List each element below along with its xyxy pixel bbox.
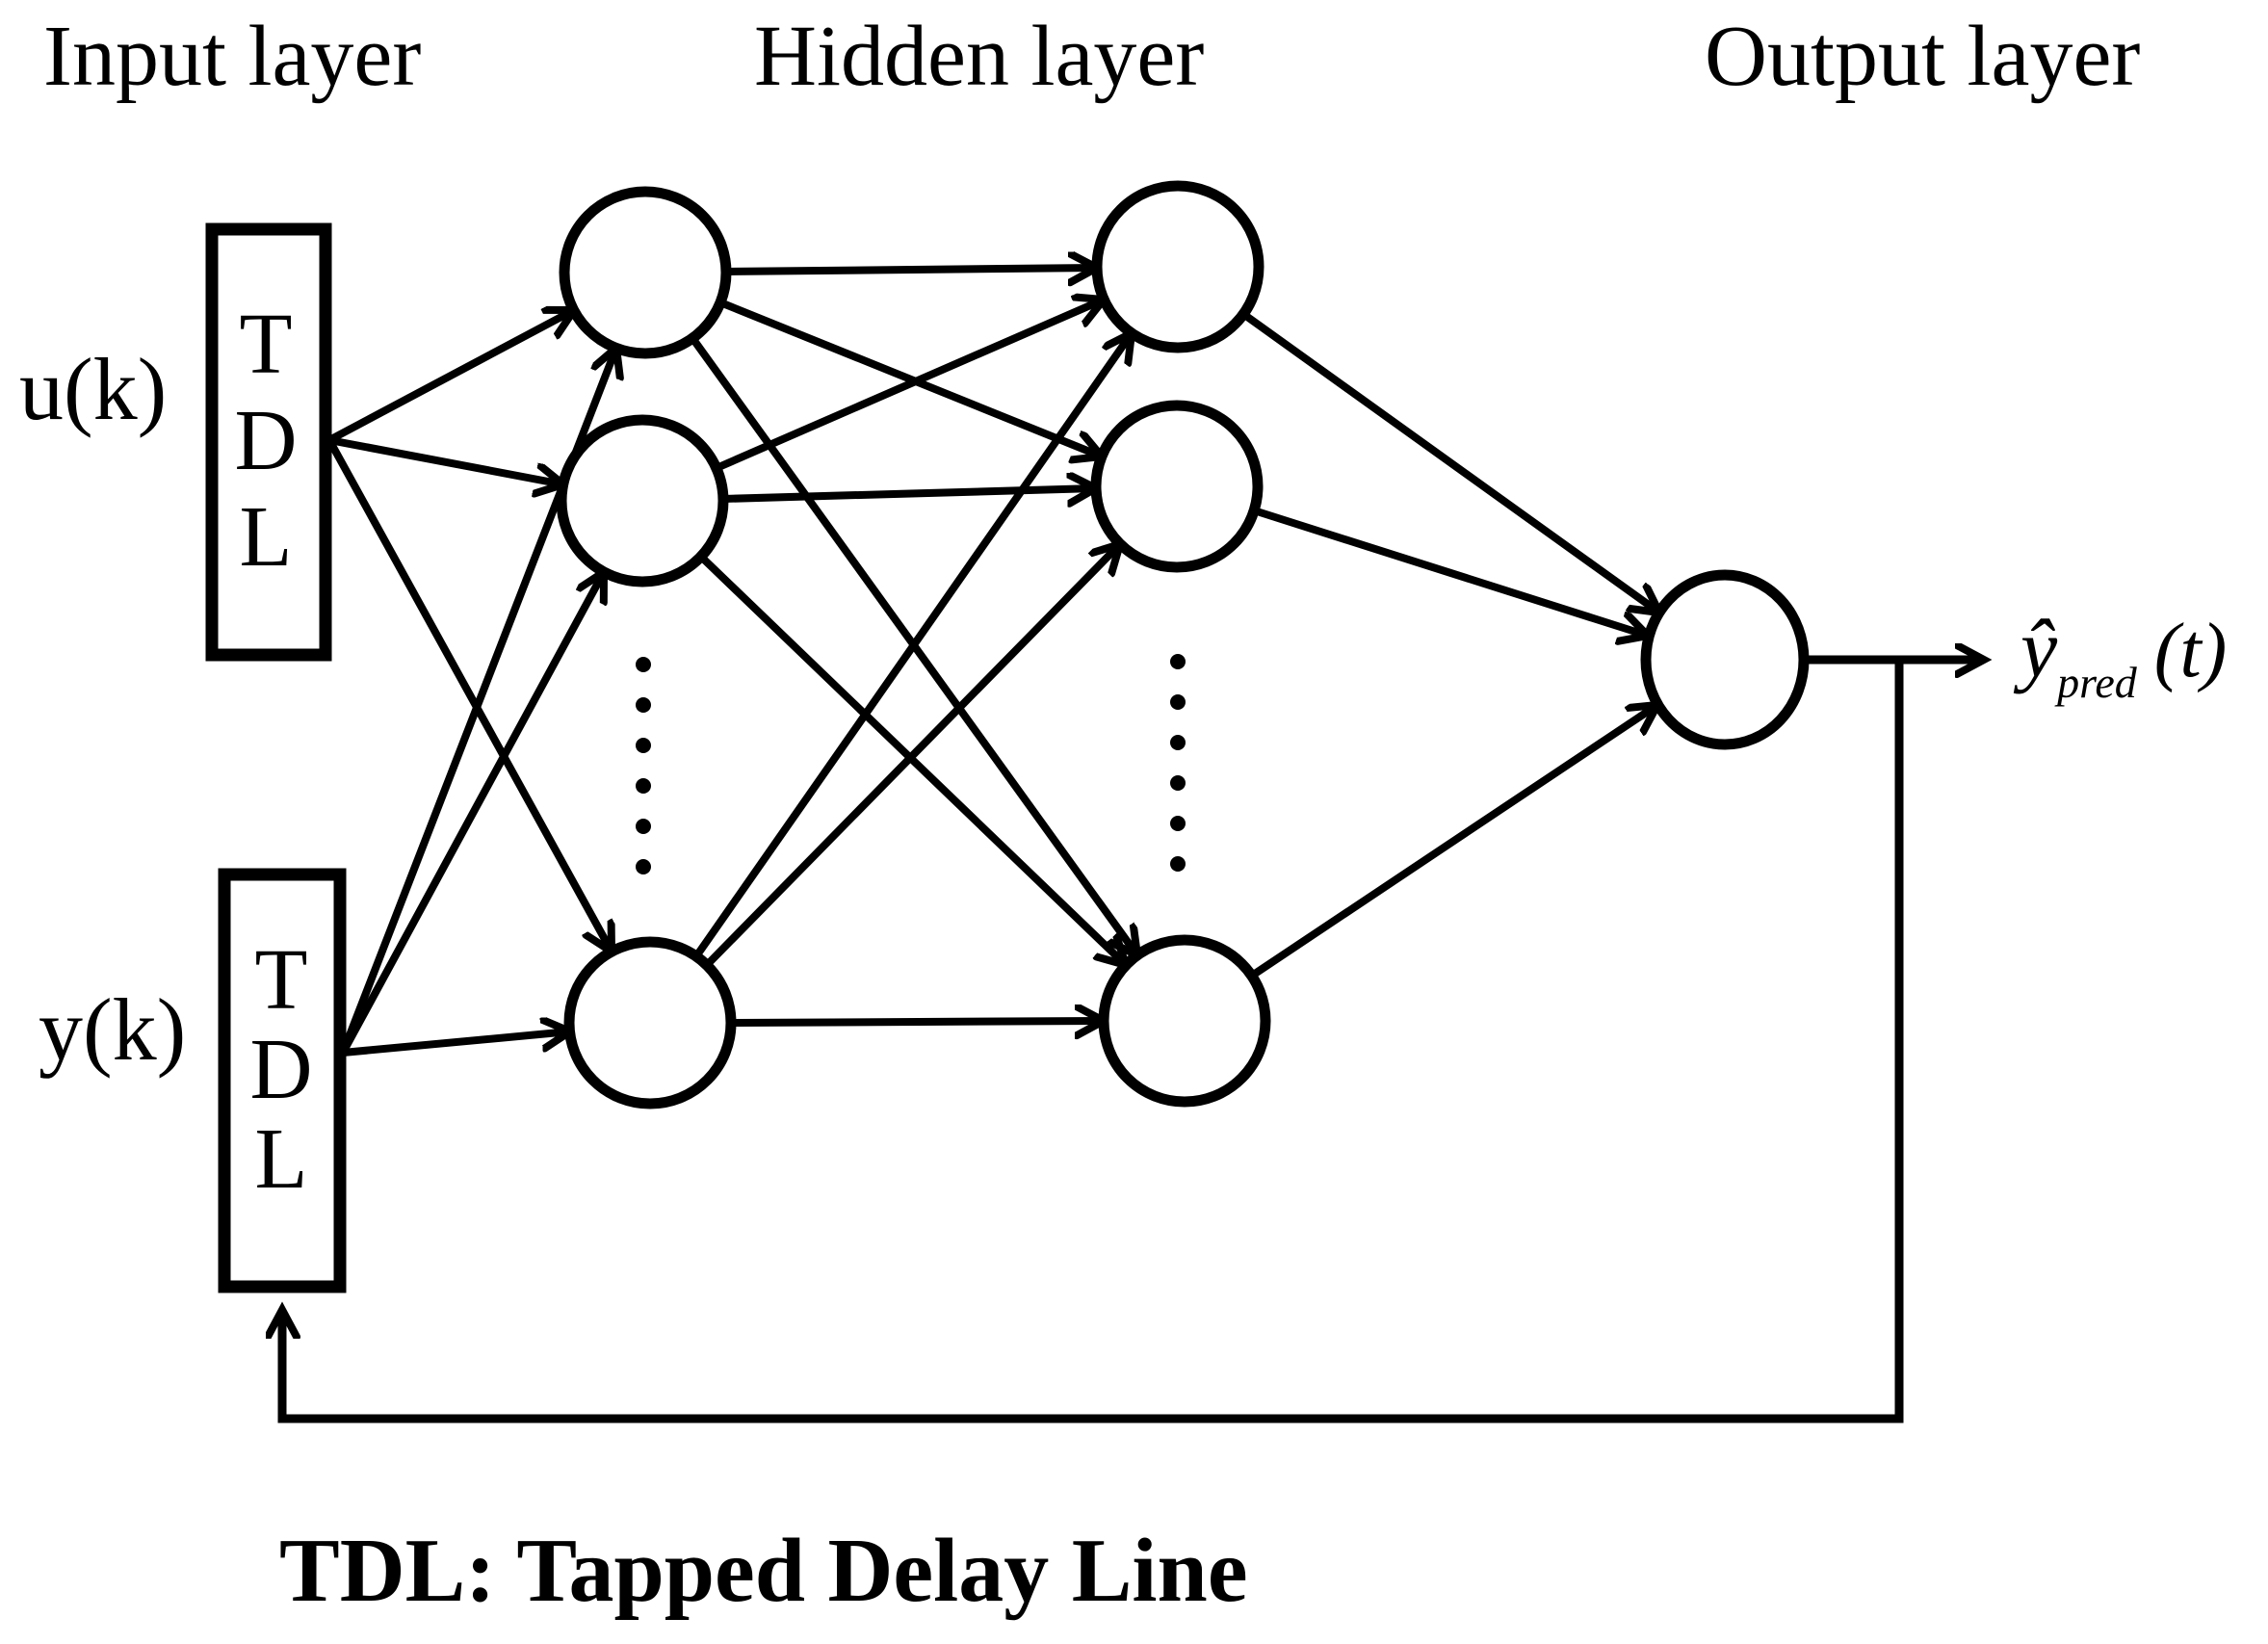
tdl-letter: T [240,297,293,392]
connection-line [715,300,1104,472]
tdl-letter: L [240,489,293,585]
input-layer-label: Input layer [43,9,421,104]
caption-tdl-definition: TDL: Tapped Delay Line [279,1521,1248,1621]
tdl-letter: T [255,932,308,1028]
ellipsis-dot [1170,694,1186,710]
tdl-letter: D [235,393,298,488]
connection-line [725,268,1097,272]
hidden1-node-2 [556,414,729,587]
connection-line [326,438,612,952]
u-signal-label: u(k) [19,340,167,438]
tdl-letter: L [255,1111,308,1207]
ellipsis-dot [636,819,651,834]
hidden-layer-label: Hidden layer [754,9,1204,104]
connection-line [328,436,563,484]
y-signal-label: y(k) [39,980,186,1079]
connection-line [339,572,604,1055]
output-signal-base: ŷ [2013,602,2058,694]
connection-line [722,488,1096,499]
output-layer-label: Output layer [1705,9,2140,104]
output-signal-subscript: pred [2054,658,2138,707]
connection-line [698,554,1126,965]
output-signal-label: ŷpred (t) [2013,602,2227,707]
tdl-letter: D [250,1022,313,1117]
connection-line [704,544,1120,968]
hidden1-node-1 [559,186,732,359]
connection-line [1249,705,1657,979]
connection-line [1252,507,1648,636]
hidden1-node-3 [563,936,737,1109]
connection-line [730,1021,1104,1023]
ellipsis-dot [1170,816,1186,831]
connection-line [327,310,574,444]
ellipsis-dot [636,697,651,713]
ellipsis-dot [636,859,651,874]
ellipsis-dot [1170,654,1186,669]
ellipsis-dot [1170,856,1186,872]
feedback-line [282,660,1904,1423]
tdl-box-u [205,222,332,662]
ellipsis-dot [636,778,651,794]
ellipsis-dot [636,738,651,753]
output-signal-argument: (t) [2154,609,2228,693]
connection-line [1240,310,1659,613]
connection-line [342,1031,570,1057]
hidden2-node-2 [1090,400,1264,573]
tdl-box-y [218,868,347,1293]
output-node [1640,569,1810,750]
connection-line [692,333,1132,959]
hidden2-node-1 [1091,180,1264,353]
ellipsis-dot [636,657,651,672]
hidden2-node-3 [1098,934,1271,1108]
ellipsis-dot [1170,735,1186,750]
ellipsis-dot [1170,775,1186,791]
